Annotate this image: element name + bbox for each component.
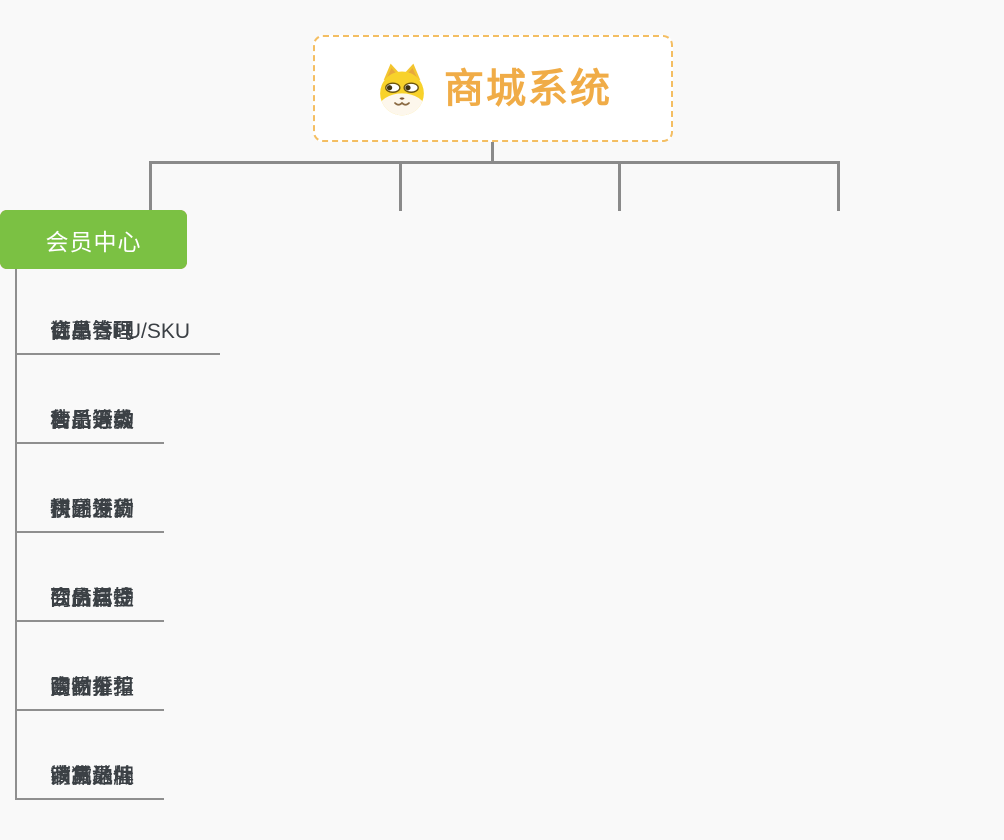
leaf-row: 收货地址 <box>17 711 230 800</box>
branch-children: 会员管理会员等级积分签到会员标签会员分组收货地址 <box>15 269 230 800</box>
leaf-label: 限时折扣 <box>50 675 134 699</box>
branch-header-4[interactable]: 会员中心 <box>0 210 187 269</box>
leaf-label: 商品分类 <box>50 408 134 432</box>
leaf-row: 会员标签 <box>17 533 230 622</box>
leaf-label: 收货地址 <box>50 764 134 788</box>
leaf-node[interactable]: 会员分组 <box>17 675 164 711</box>
leaf-node[interactable]: 收货地址 <box>17 764 164 800</box>
leaf-label: 优惠券码 <box>50 319 134 343</box>
leaf-row: 会员等级 <box>17 355 230 444</box>
leaf-label: 会员分组 <box>50 675 134 699</box>
connector-drop <box>837 161 840 211</box>
leaf-label: 秒杀活动 <box>50 408 134 432</box>
connector-horizontal <box>149 161 840 164</box>
leaf-label: 订单管理 <box>50 319 134 343</box>
connector-drop <box>399 161 402 211</box>
leaf-label: 商品推荐 <box>50 675 134 699</box>
leaf-node[interactable]: 积分签到 <box>17 497 164 533</box>
leaf-label: 门店自提 <box>50 586 134 610</box>
connector-drop <box>618 161 621 211</box>
leaf-node[interactable]: 会员管理 <box>17 319 164 355</box>
leaf-label: 会员标签 <box>50 586 134 610</box>
doge-icon <box>374 60 430 118</box>
root-node[interactable]: 商城系统 <box>313 35 673 142</box>
leaf-label: 商品 SPU/SKU <box>50 319 191 343</box>
leaf-label: 商品品牌 <box>50 764 134 788</box>
leaf-node[interactable]: 会员标签 <box>17 586 164 622</box>
branch-label: 会员中心 <box>45 228 142 255</box>
leaf-label: 快递发货 <box>50 497 134 521</box>
leaf-label: 商品属性 <box>50 586 134 610</box>
leaf-label: 会员等级 <box>50 408 134 432</box>
leaf-label: 售后退款 <box>50 408 134 432</box>
leaf-label: 积分签到 <box>50 497 134 521</box>
leaf-row: 会员管理 <box>17 269 230 355</box>
leaf-label: 满减送 <box>50 764 113 788</box>
branch-children: 订单管理售后退款快递发货门店自提购物车销售分佣 <box>15 269 230 800</box>
leaf-label: 砍价活动 <box>50 586 134 610</box>
root-title: 商城系统 <box>444 66 612 111</box>
leaf-label: 会员管理 <box>50 319 134 343</box>
leaf-label: 拼团活动 <box>50 497 134 521</box>
branch: 会员中心 会员管理会员等级积分签到会员标签会员分组收货地址 <box>0 210 230 800</box>
leaf-label: 购物车 <box>50 675 113 699</box>
leaf-label: 销售分佣 <box>50 764 134 788</box>
leaf-row: 会员分组 <box>17 622 230 711</box>
leaf-node[interactable]: 会员等级 <box>17 408 164 444</box>
connector-drop <box>149 161 152 211</box>
root-connector-stub <box>491 140 494 163</box>
leaf-row: 积分签到 <box>17 444 230 533</box>
leaf-label: 商品评价 <box>50 497 134 521</box>
